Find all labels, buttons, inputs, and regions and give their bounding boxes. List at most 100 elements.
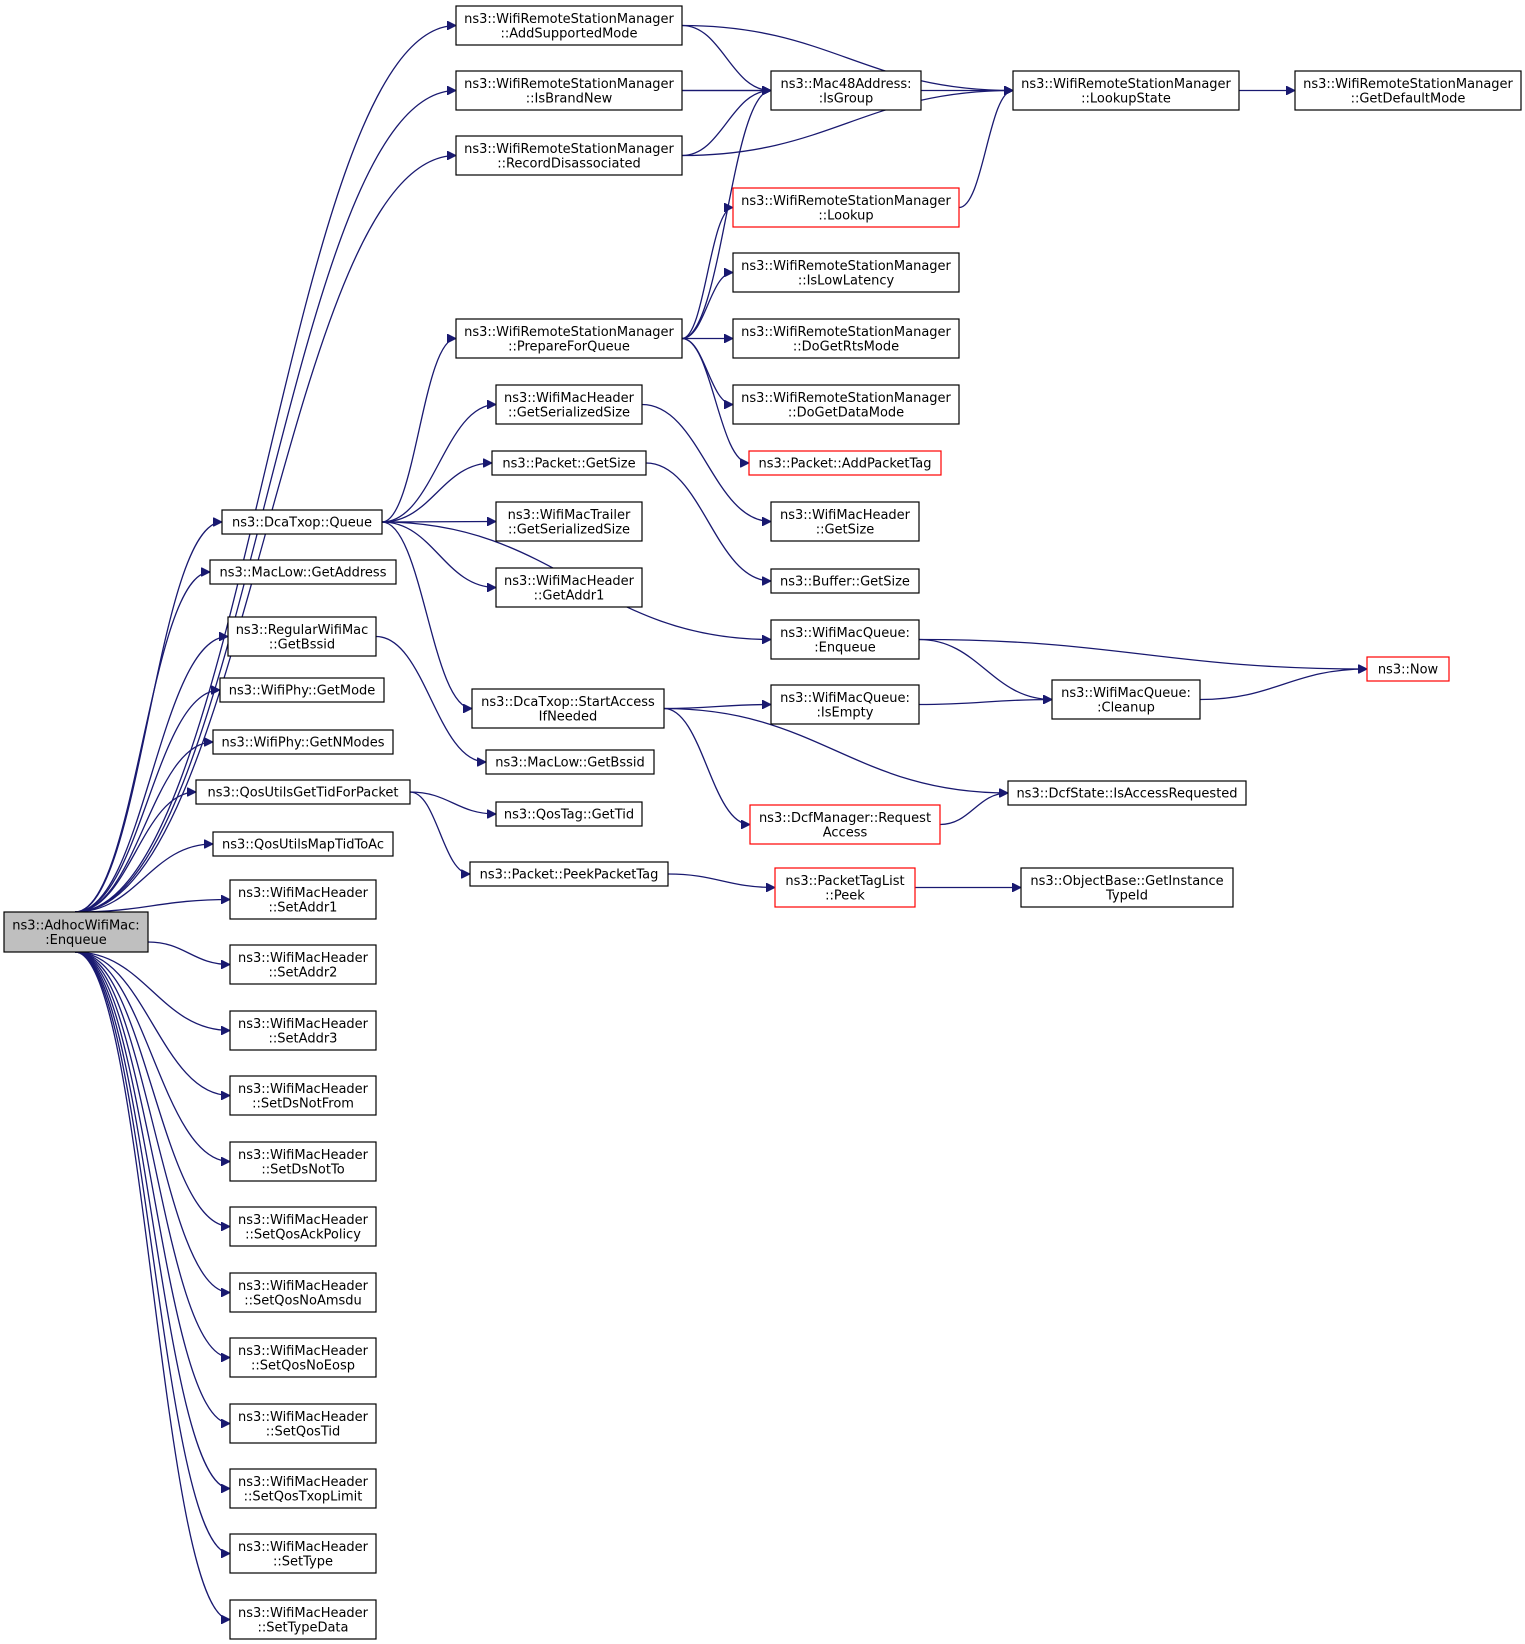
- call-edges: [74, 26, 1367, 1620]
- node-label-line: ns3::Mac48Address:: [780, 77, 911, 92]
- node-label-line: ::SetQosTid: [266, 1424, 340, 1439]
- node-label-line: ::LookupState: [1081, 91, 1171, 106]
- node-qosgettid[interactable]: ns3::QosUtilsGetTidForPacket: [195, 779, 411, 805]
- edge-root-to-qosmap: [74, 844, 213, 913]
- node-label-line: ns3::Packet::GetSize: [502, 457, 635, 472]
- node-dogetdata[interactable]: ns3::WifiRemoteStationManager::DoGetData…: [732, 384, 960, 425]
- function-nodes: ns3::AdhocWifiMac::Enqueue ns3::WifiRemot…: [3, 5, 1522, 1640]
- edge-root-to-getmode: [74, 690, 220, 913]
- edge-regbssid-to-maclowbssid: [375, 635, 486, 763]
- node-label-line: ::GetAddr1: [534, 588, 605, 603]
- node-regbssid[interactable]: ns3::RegularWifiMac::GetBssid: [227, 616, 377, 657]
- node-label-line: ::PrepareForQueue: [508, 339, 630, 354]
- node-setaddr3[interactable]: ns3::WifiMacHeader::SetAddr3: [229, 1010, 377, 1051]
- node-maclowbssid[interactable]: ns3::MacLow::GetBssid: [485, 749, 655, 775]
- node-label-line: ns3::QosUtilsGetTidForPacket: [207, 786, 398, 801]
- node-box: [732, 384, 960, 425]
- edge-peektag-to-taglist: [667, 873, 775, 888]
- node-addsup[interactable]: ns3::WifiRemoteStationManager::AddSuppor…: [455, 5, 683, 46]
- node-qenq[interactable]: ns3::WifiMacQueue::Enqueue: [770, 619, 920, 660]
- node-peektag[interactable]: ns3::Packet::PeekPacketTag: [469, 861, 669, 887]
- node-isempty[interactable]: ns3::WifiMacQueue::IsEmpty: [770, 684, 920, 725]
- node-lookupstate[interactable]: ns3::WifiRemoteStationManager::LookupSta…: [1012, 70, 1240, 111]
- node-box: [229, 1141, 377, 1182]
- node-isbrandnew[interactable]: ns3::WifiRemoteStationManager::IsBrandNe…: [455, 70, 683, 111]
- node-label-line: ns3::WifiMacHeader: [504, 574, 635, 589]
- node-box: [770, 501, 920, 542]
- node-hdrsize[interactable]: ns3::WifiMacHeader::GetSize: [770, 501, 920, 542]
- node-getmode[interactable]: ns3::WifiPhy::GetMode: [219, 677, 385, 703]
- node-label-line: ns3::WifiMacQueue:: [780, 691, 910, 706]
- node-box: [495, 384, 643, 425]
- node-islowlat[interactable]: ns3::WifiRemoteStationManager::IsLowLate…: [732, 252, 960, 293]
- node-setqostid[interactable]: ns3::WifiMacHeader::SetQosTid: [229, 1403, 377, 1444]
- node-box: [227, 616, 377, 657]
- node-maclowaddr[interactable]: ns3::MacLow::GetAddress: [209, 559, 397, 585]
- node-setaddr1[interactable]: ns3::WifiMacHeader::SetAddr1: [229, 879, 377, 920]
- node-hdrser[interactable]: ns3::WifiMacHeader::GetSerializedSize: [495, 384, 643, 425]
- node-setqosack[interactable]: ns3::WifiMacHeader::SetQosAckPolicy: [229, 1206, 377, 1247]
- node-box: [748, 450, 942, 476]
- edge-root-to-getnmodes: [74, 742, 213, 913]
- node-cleanup[interactable]: ns3::WifiMacQueue::Cleanup: [1051, 679, 1201, 720]
- node-box: [774, 867, 916, 908]
- edge-lookup-to-lookupstate: [958, 91, 1014, 209]
- node-setqosamsdu[interactable]: ns3::WifiMacHeader::SetQosNoAmsdu: [229, 1272, 377, 1313]
- node-box: [732, 187, 960, 228]
- node-box: [1294, 70, 1522, 111]
- node-label-line: ns3::Packet::PeekPacketTag: [480, 868, 659, 883]
- node-label-line: ::SetQosAckPolicy: [245, 1227, 361, 1242]
- node-label-line: ns3::WifiMacHeader: [238, 1540, 369, 1555]
- node-trailer[interactable]: ns3::WifiMacTrailer::GetSerializedSize: [495, 501, 643, 542]
- node-dcaq[interactable]: ns3::DcaTxop::Queue: [221, 509, 383, 535]
- node-label-line: Access: [823, 825, 868, 840]
- node-settypedata[interactable]: ns3::WifiMacHeader::SetTypeData: [229, 1599, 377, 1640]
- node-mac48[interactable]: ns3::Mac48Address::IsGroup: [770, 70, 922, 111]
- node-setqoseosp[interactable]: ns3::WifiMacHeader::SetQosNoEosp: [229, 1337, 377, 1378]
- node-label-line: TypeId: [1105, 888, 1148, 903]
- node-box: [195, 779, 411, 805]
- node-label-line: ns3::Now: [1378, 663, 1439, 678]
- node-bufsize[interactable]: ns3::Buffer::GetSize: [770, 568, 920, 594]
- node-lookup[interactable]: ns3::WifiRemoteStationManager::Lookup: [732, 187, 960, 228]
- node-settype[interactable]: ns3::WifiMacHeader::SetType: [229, 1533, 377, 1574]
- node-recorddis[interactable]: ns3::WifiRemoteStationManager::RecordDis…: [455, 135, 683, 176]
- node-label-line: ns3::WifiMacQueue:: [1061, 686, 1191, 701]
- node-setaddr2[interactable]: ns3::WifiMacHeader::SetAddr2: [229, 944, 377, 985]
- node-box: [732, 318, 960, 359]
- node-setdsto[interactable]: ns3::WifiMacHeader::SetDsNotTo: [229, 1141, 377, 1182]
- node-box: [229, 1403, 377, 1444]
- node-now[interactable]: ns3::Now: [1366, 656, 1450, 682]
- node-box: [212, 729, 394, 755]
- node-taglist[interactable]: ns3::PacketTagList::Peek: [774, 867, 916, 908]
- node-box: [495, 501, 643, 542]
- node-accreq[interactable]: ns3::DcfState::IsAccessRequested: [1007, 780, 1247, 806]
- node-getnmodes[interactable]: ns3::WifiPhy::GetNModes: [212, 729, 394, 755]
- node-dogetrts[interactable]: ns3::WifiRemoteStationManager::DoGetRtsM…: [732, 318, 960, 359]
- node-box: [1012, 70, 1240, 111]
- node-getdefmode[interactable]: ns3::WifiRemoteStationManager::GetDefaul…: [1294, 70, 1522, 111]
- node-label-line: ns3::QosUtilsMapTidToAc: [222, 838, 384, 853]
- node-prepareq[interactable]: ns3::WifiRemoteStationManager::PrepareFo…: [455, 318, 683, 359]
- node-qostag[interactable]: ns3::QosTag::GetTid: [495, 801, 643, 827]
- node-label-line: ns3::ObjectBase::GetInstance: [1030, 874, 1223, 889]
- edge-reqacc-to-accreq: [939, 793, 1008, 826]
- node-label-line: ns3::WifiPhy::GetNModes: [221, 736, 384, 751]
- node-label-line: ::AddSupportedMode: [501, 26, 638, 41]
- node-qosmap[interactable]: ns3::QosUtilsMapTidToAc: [212, 831, 394, 857]
- node-addpkttag[interactable]: ns3::Packet::AddPacketTag: [748, 450, 942, 476]
- edge-root-to-setqosack: [74, 951, 230, 1227]
- node-root[interactable]: ns3::AdhocWifiMac::Enqueue: [3, 911, 149, 953]
- node-getaddr1[interactable]: ns3::WifiMacHeader::GetAddr1: [495, 567, 643, 608]
- node-pktsize[interactable]: ns3::Packet::GetSize: [491, 450, 647, 476]
- node-box: [1366, 656, 1450, 682]
- node-setqostxop[interactable]: ns3::WifiMacHeader::SetQosTxopLimit: [229, 1468, 377, 1509]
- node-setdsfrom[interactable]: ns3::WifiMacHeader::SetDsNotFrom: [229, 1075, 377, 1116]
- edge-root-to-regbssid: [74, 637, 228, 913]
- node-box: [455, 5, 683, 46]
- edge-root-to-addsup: [74, 26, 456, 913]
